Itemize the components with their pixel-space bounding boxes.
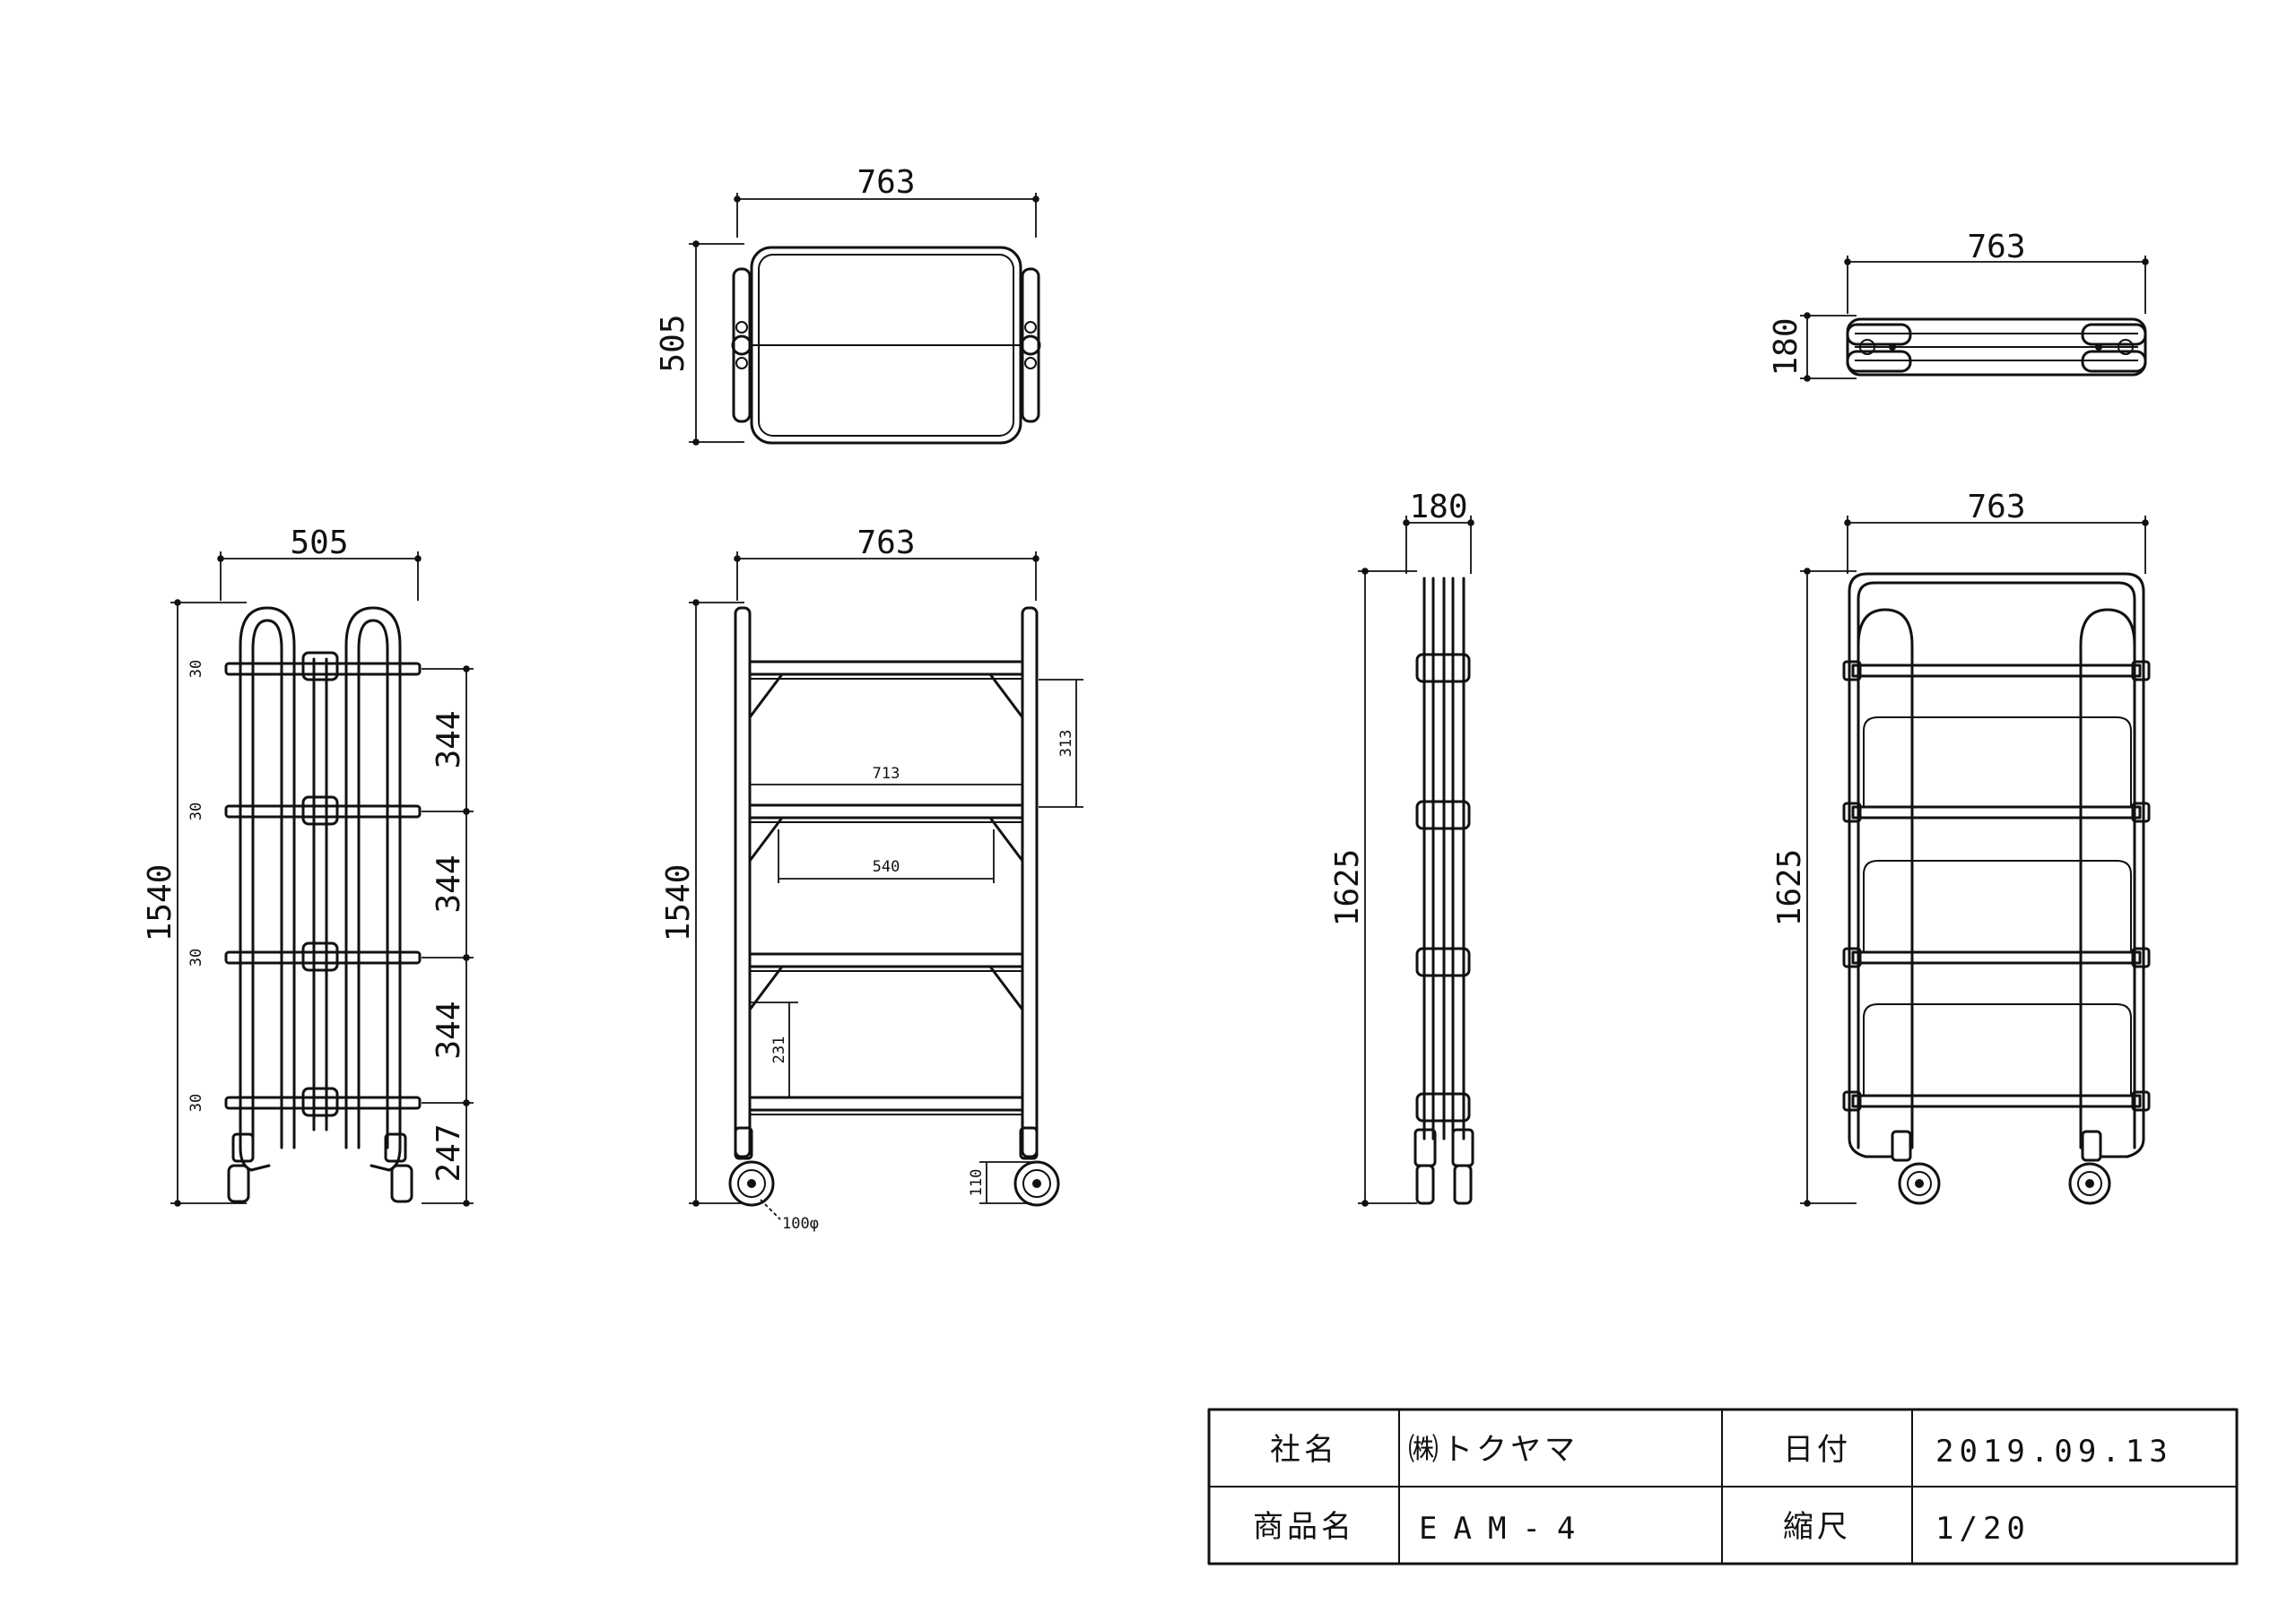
scale-value: 1/20: [1935, 1511, 2031, 1547]
date-label: 日付: [1783, 1432, 1851, 1468]
front-view: 763 1540 713: [660, 525, 1083, 1233]
side-view: 505 1540 344 344 344 247 30 30 30 30: [142, 525, 474, 1207]
side-width-dim: 505: [290, 525, 348, 561]
top-view-depth-dim: 505: [655, 314, 691, 372]
folded-side-view: 180 1625: [1329, 489, 1474, 1207]
folded-front-height-dim: 1625: [1771, 849, 1808, 927]
folded-side-height-dim: 1625: [1329, 849, 1366, 927]
front-caster-dia-dim: 100φ: [782, 1215, 819, 1233]
side-tube-3-dim: 30: [187, 949, 205, 967]
company-value: ㈱トクヤマ: [1408, 1432, 1578, 1468]
folded-front-width-dim: 763: [1967, 489, 2025, 525]
side-tube-2-dim: 30: [187, 802, 205, 820]
side-height-dim: 1540: [142, 864, 178, 942]
front-caster-height-dim: 110: [968, 1169, 986, 1197]
scale-label: 縮尺: [1783, 1509, 1851, 1545]
front-height-dim: 1540: [660, 864, 697, 942]
side-tube-1-dim: 30: [187, 660, 205, 678]
folded-top-width-dim: 763: [1967, 229, 2025, 265]
product-value: EAM-4: [1419, 1511, 1591, 1547]
folded-side-width-dim: 180: [1409, 489, 1467, 525]
front-width-dim: 763: [857, 525, 915, 561]
front-lower-gap-dim: 231: [770, 1037, 788, 1064]
folded-top-view: 763 180: [1768, 229, 2149, 382]
side-bottom-dim: 247: [430, 1123, 467, 1182]
side-pitch-1-dim: 344: [430, 710, 467, 768]
side-pitch-2-dim: 344: [430, 854, 467, 913]
date-value: 2019.09.13: [1935, 1434, 2173, 1470]
front-inner-depth-dim: 540: [873, 858, 900, 876]
folded-front-view: 763 1625: [1771, 489, 2151, 1207]
side-pitch-3-dim: 344: [430, 1001, 467, 1059]
folded-top-depth-dim: 180: [1768, 317, 1805, 376]
top-view-width-dim: 763: [857, 164, 915, 201]
top-view: 763 505: [655, 164, 1041, 446]
company-label: 社名: [1270, 1432, 1338, 1468]
title-block: 社名 ㈱トクヤマ 日付 2019.09.13 商品名 EAM-4 縮尺 1/20: [1207, 1408, 2239, 1566]
front-inner-width-dim: 713: [873, 765, 900, 783]
side-tube-4-dim: 30: [187, 1094, 205, 1112]
product-label: 商品名: [1253, 1509, 1355, 1545]
front-shelf-gap-dim: 313: [1057, 730, 1075, 758]
